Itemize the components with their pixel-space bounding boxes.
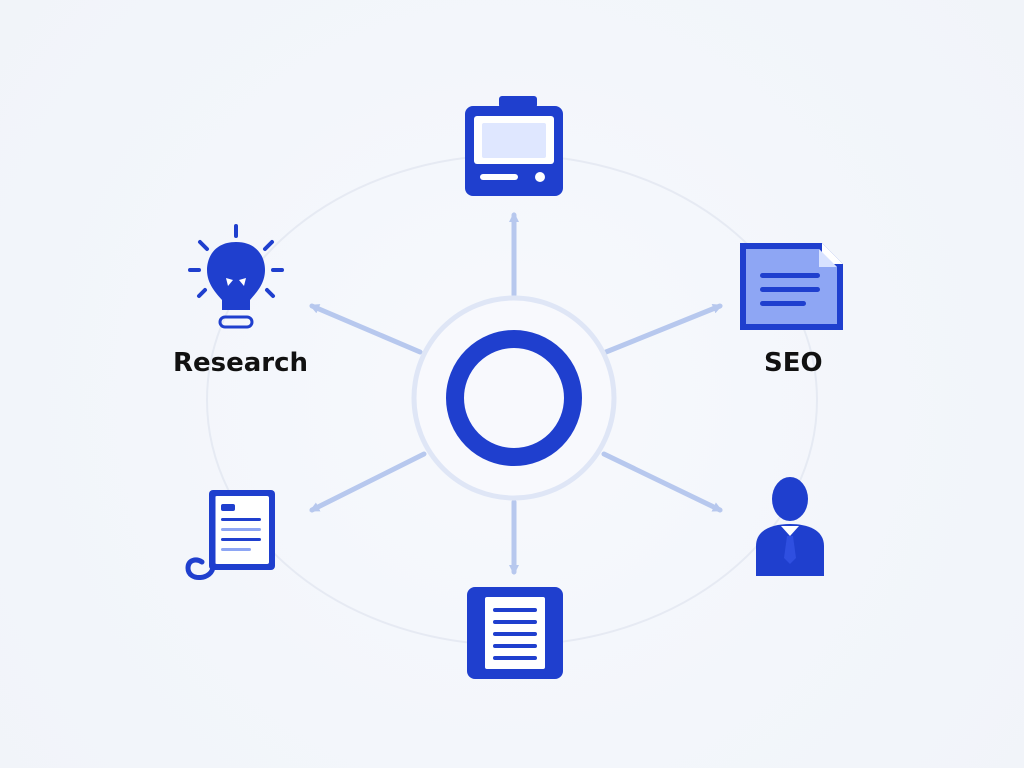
arrow-upper-left <box>309 303 423 355</box>
seo-label: SEO <box>764 348 823 378</box>
connector-arrows <box>309 212 723 575</box>
monitor-icon <box>465 96 563 196</box>
businessman-icon <box>756 477 824 576</box>
arrow-lower-left <box>309 451 427 513</box>
document-icon <box>740 243 843 330</box>
arrow-lower-right <box>601 451 723 513</box>
list-page-icon <box>467 587 563 679</box>
center-hub <box>411 295 617 501</box>
lightbulb-icon <box>188 224 284 329</box>
arrow-upper-right <box>603 303 723 355</box>
research-label: Research <box>173 348 309 378</box>
script-document-icon <box>185 490 275 580</box>
ring-icon <box>446 330 582 466</box>
